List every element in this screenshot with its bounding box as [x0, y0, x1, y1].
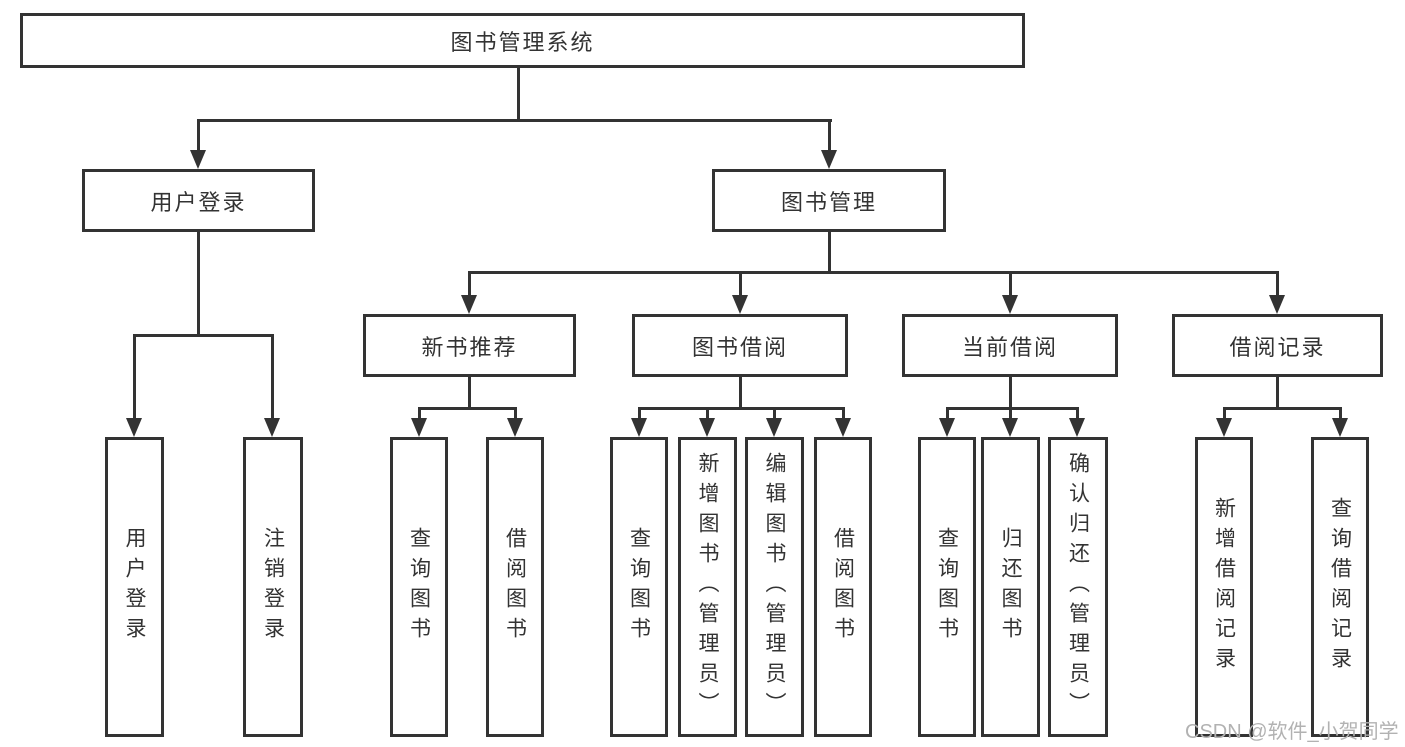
leaf-borrowing-add-books-admin: 新增图书（管理员） [678, 437, 737, 737]
connector-root-stub [517, 68, 520, 122]
node-new-book-recommend: 新书推荐 [363, 314, 576, 377]
connector-to-leaf-cb-query-shaft [946, 407, 949, 421]
arrowhead-to-leaf-rec-borrow [507, 418, 523, 437]
connector-to-user-login-shaft [197, 119, 200, 153]
arrowhead-to-leaf-bb-query [631, 418, 647, 437]
arrowhead-to-leaf-bb-edit [766, 418, 782, 437]
node-current-borrowing-label: 当前借阅 [961, 334, 1058, 360]
connector-to-leaf-br-query-shaft [1339, 407, 1342, 421]
leaf-current-return-books: 归还图书 [981, 437, 1040, 737]
node-root-label: 图书管理系统 [450, 29, 595, 55]
connector-current-borrowing-branch [946, 407, 1079, 410]
connector-to-leaf-logout-shaft [271, 334, 274, 422]
connector-to-leaf-br-add-shaft [1223, 407, 1226, 421]
node-book-borrowing-label: 图书借阅 [691, 334, 788, 360]
connector-to-leaf-bb-query-shaft [638, 407, 641, 421]
leaf-recommend-borrow-books-label: 借阅图书 [503, 527, 527, 647]
arrowhead-to-leaf-br-add [1216, 418, 1232, 437]
connector-to-leaf-user-login-shaft [133, 334, 136, 422]
connector-book-borrowing-branch [638, 407, 845, 410]
connector-current-borrowing-stub [1009, 377, 1012, 410]
leaf-borrowing-borrow-books-label: 借阅图书 [831, 527, 855, 647]
leaf-current-query-books-label: 查询图书 [935, 527, 959, 647]
connector-borrowing-records-stub [1276, 377, 1279, 410]
arrowhead-to-leaf-logout [264, 418, 280, 437]
arrowhead-to-leaf-cb-confirm [1069, 418, 1085, 437]
connector-to-leaf-rec-borrow-shaft [514, 407, 517, 421]
leaf-records-query-record: 查询借阅记录 [1311, 437, 1369, 737]
connector-user-login-stub [197, 232, 200, 337]
arrowhead-to-leaf-br-query [1332, 418, 1348, 437]
connector-to-leaf-bb-edit-shaft [773, 407, 776, 421]
leaf-recommend-query-books-label: 查询图书 [407, 527, 431, 647]
node-borrowing-records-label: 借阅记录 [1229, 334, 1326, 360]
csdn-watermark: CSDN @软件_小贺同学 [1185, 721, 1399, 743]
node-root: 图书管理系统 [20, 13, 1025, 68]
node-book-management: 图书管理 [712, 169, 946, 232]
leaf-current-return-books-label: 归还图书 [999, 527, 1022, 647]
leaf-user-login-label: 用户登录 [123, 527, 146, 647]
connector-to-leaf-cb-return-shaft [1009, 407, 1012, 421]
leaf-recommend-query-books: 查询图书 [390, 437, 448, 737]
connector-to-book-borrowing-shaft [739, 271, 742, 299]
leaf-logout: 注销登录 [243, 437, 303, 737]
node-borrowing-records: 借阅记录 [1172, 314, 1383, 377]
connector-to-new-book-recommend-shaft [468, 271, 471, 299]
arrowhead-to-borrowing-records [1269, 295, 1285, 314]
arrowhead-to-book-management [821, 150, 837, 169]
arrowhead-to-new-book-recommend [461, 295, 477, 314]
leaf-records-add-record-label: 新增借阅记录 [1212, 497, 1236, 677]
arrowhead-to-leaf-cb-return [1002, 418, 1018, 437]
node-new-book-recommend-label: 新书推荐 [421, 334, 518, 360]
connector-book-borrowing-stub [739, 377, 742, 410]
arrowhead-to-leaf-cb-query [939, 418, 955, 437]
arrowhead-to-leaf-rec-query [411, 418, 427, 437]
connector-book-management-branch [468, 271, 1279, 274]
connector-to-borrowing-records-shaft [1276, 271, 1279, 299]
connector-root-branch [197, 119, 832, 122]
leaf-user-login: 用户登录 [105, 437, 164, 737]
connector-to-current-borrowing-shaft [1009, 271, 1012, 299]
leaf-current-query-books: 查询图书 [918, 437, 976, 737]
arrowhead-to-user-login [190, 150, 206, 169]
leaf-logout-label: 注销登录 [261, 527, 285, 647]
connector-new-book-recommend-stub [468, 377, 471, 410]
leaf-current-confirm-return-admin: 确认归还（管理员） [1048, 437, 1108, 737]
connector-to-leaf-cb-confirm-shaft [1076, 407, 1079, 421]
leaf-borrowing-borrow-books: 借阅图书 [814, 437, 872, 737]
leaf-current-confirm-return-admin-label: 确认归还（管理员） [1066, 452, 1090, 722]
node-book-management-label: 图书管理 [780, 189, 877, 215]
leaf-recommend-borrow-books: 借阅图书 [486, 437, 544, 737]
arrowhead-to-book-borrowing [732, 295, 748, 314]
leaf-records-query-record-label: 查询借阅记录 [1328, 497, 1352, 677]
connector-borrowing-records-branch [1223, 407, 1342, 410]
node-user-login-label: 用户登录 [150, 189, 247, 215]
arrowhead-to-current-borrowing [1002, 295, 1018, 314]
leaf-borrowing-query-books-label: 查询图书 [627, 527, 651, 647]
arrowhead-to-leaf-bb-borrow [835, 418, 851, 437]
node-book-borrowing: 图书借阅 [632, 314, 848, 377]
node-current-borrowing: 当前借阅 [902, 314, 1118, 377]
node-user-login: 用户登录 [82, 169, 315, 232]
connector-new-book-recommend-branch [418, 407, 517, 410]
arrowhead-to-leaf-user-login [126, 418, 142, 437]
connector-user-login-branch [133, 334, 274, 337]
connector-to-leaf-bb-borrow-shaft [842, 407, 845, 421]
connector-to-leaf-rec-query-shaft [418, 407, 421, 421]
arrowhead-to-leaf-bb-add [699, 418, 715, 437]
leaf-borrowing-add-books-admin-label: 新增图书（管理员） [696, 452, 719, 722]
connector-book-management-stub [828, 232, 831, 274]
connector-to-leaf-bb-add-shaft [706, 407, 709, 421]
leaf-borrowing-edit-books-admin: 编辑图书（管理员） [745, 437, 804, 737]
leaf-records-add-record: 新增借阅记录 [1195, 437, 1253, 737]
leaf-borrowing-edit-books-admin-label: 编辑图书（管理员） [763, 452, 786, 722]
connector-to-book-management-shaft [828, 119, 831, 153]
leaf-borrowing-query-books: 查询图书 [610, 437, 668, 737]
